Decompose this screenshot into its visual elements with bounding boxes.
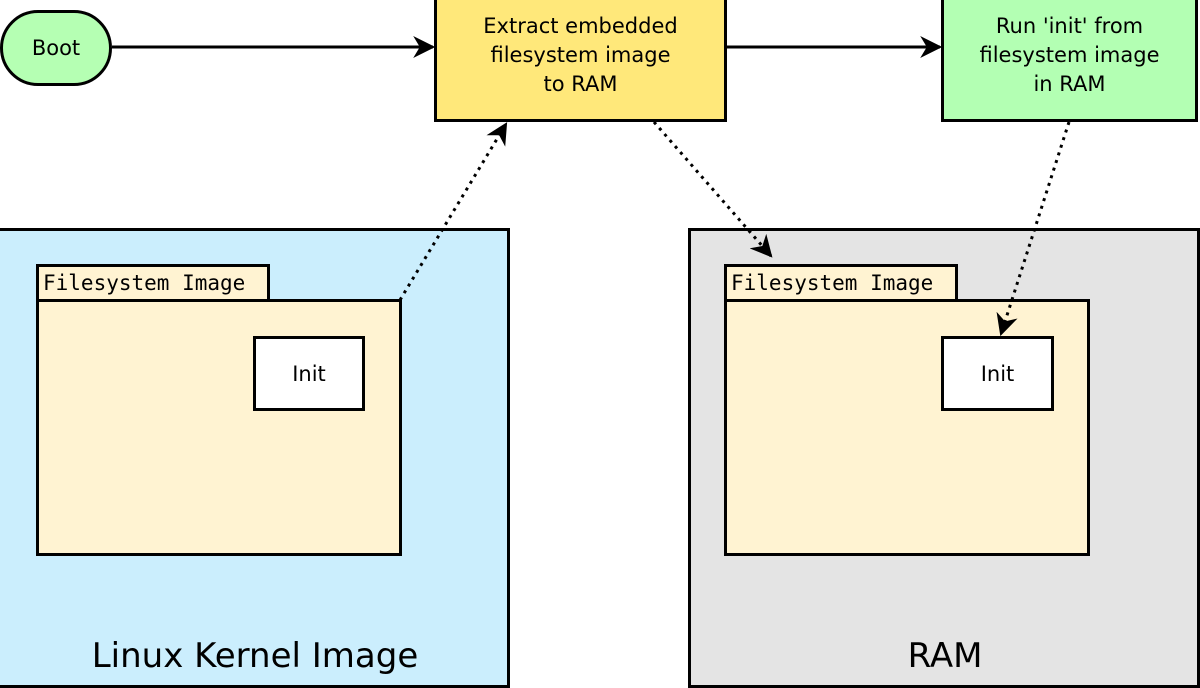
arrow-kernel-fs-to-extract [398, 122, 508, 301]
arrow-run-to-ram-init [996, 121, 1071, 337]
kernel-fs-label: Filesystem Image [43, 271, 246, 295]
kernel-init-label: Init [292, 361, 326, 386]
run-init-step-label: Run 'init' from filesystem image in RAM [979, 13, 1160, 96]
boot-label: Boot [31, 36, 81, 60]
extract-step-label: Extract embedded filesystem image to RAM [483, 13, 678, 96]
arrow-extract-to-ram-fs [652, 121, 773, 258]
ram-init-box: Init [941, 336, 1054, 411]
boot-terminal: Boot [0, 10, 112, 86]
kernel-init-box: Init [253, 336, 365, 411]
kernel-image-title: Linux Kernel Image [91, 636, 419, 676]
kernel-fs-tab: Filesystem Image [36, 264, 270, 302]
ram-init-label: Init [980, 361, 1015, 386]
extract-step-box: Extract embedded filesystem image to RAM [434, 0, 727, 122]
ram-title: RAM [907, 636, 983, 676]
ram-fs-label: Filesystem Image [731, 271, 934, 295]
run-init-step-box: Run 'init' from filesystem image in RAM [941, 0, 1198, 122]
